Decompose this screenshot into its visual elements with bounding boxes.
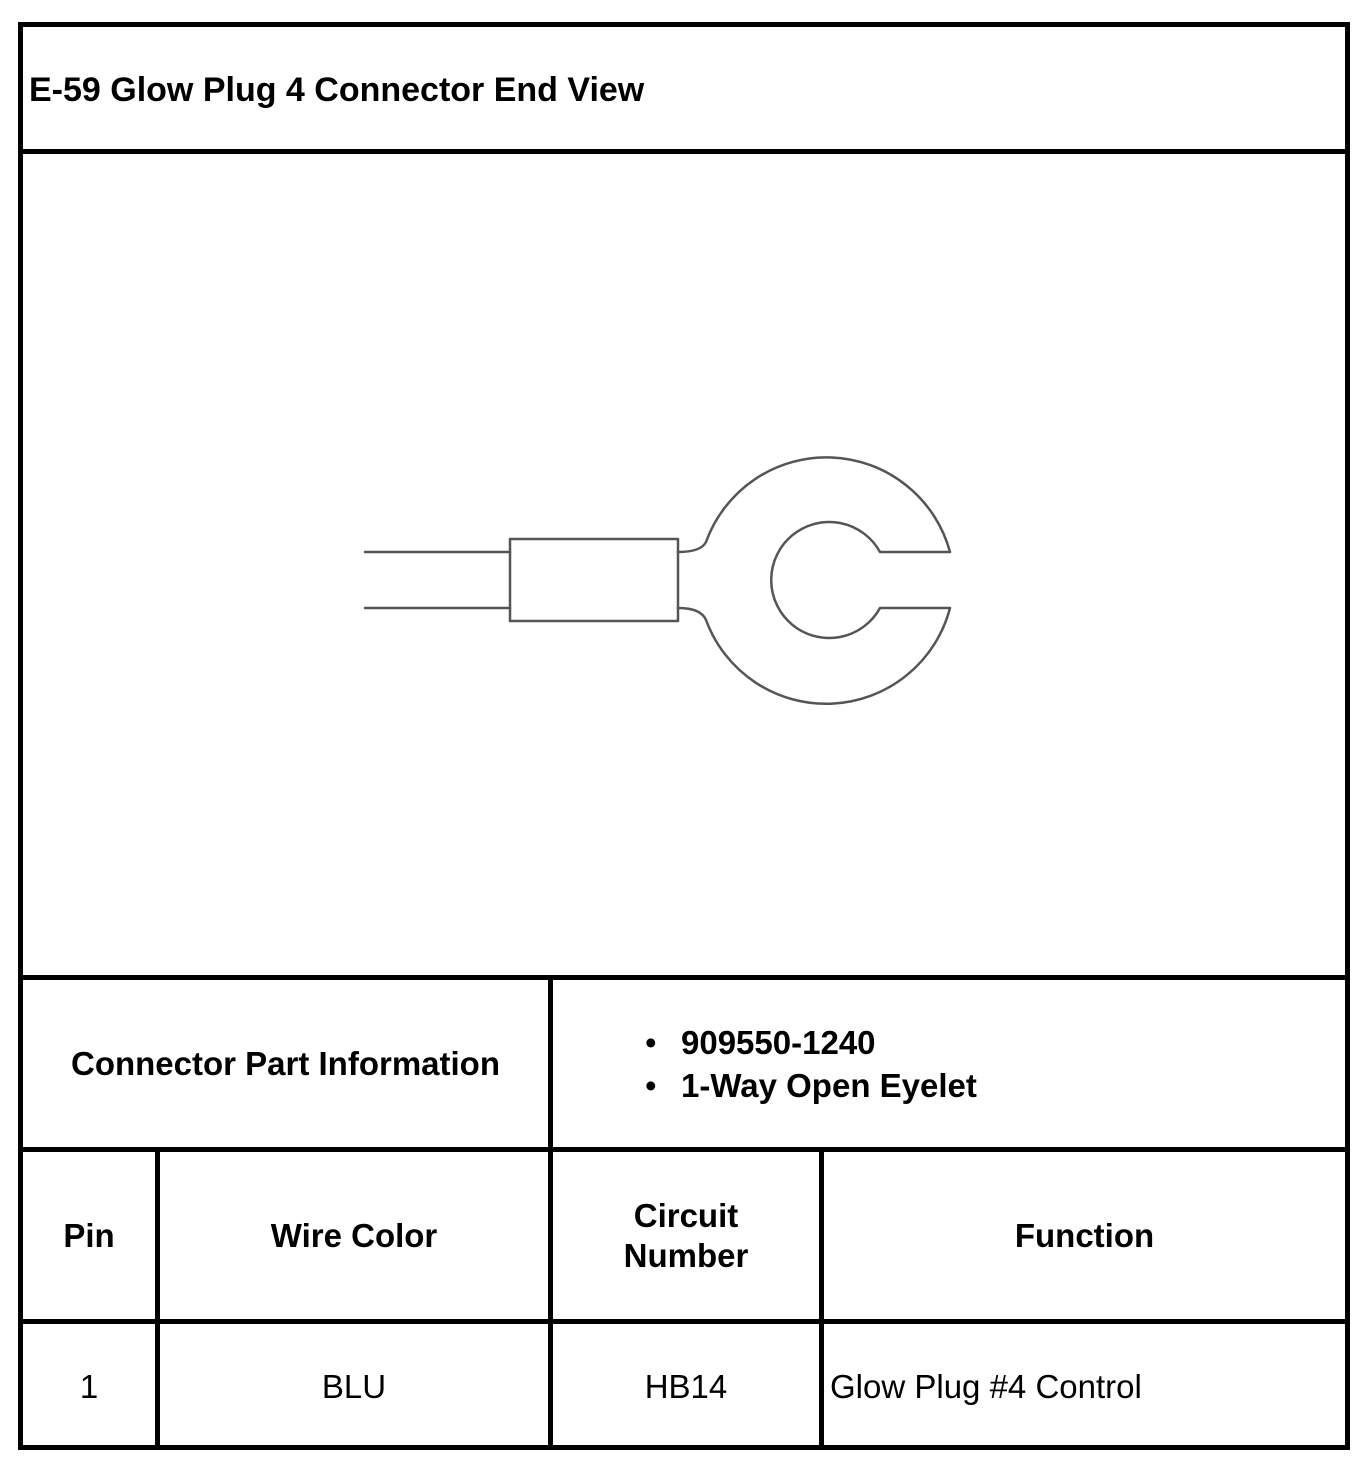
part-number: 909550-1240 (681, 1023, 876, 1061)
crimp-barrel (508, 537, 680, 623)
connector-part-info-label: Connector Part Information (23, 980, 553, 1147)
header-circuit-number: Circuit Number (553, 1152, 824, 1319)
connector-part-info-row: Connector Part Information • 909550-1240… (23, 980, 1345, 1152)
bullet-icon: • (645, 1066, 657, 1104)
connector-diagram (23, 154, 1345, 980)
part-info-item: • 909550-1240 (645, 1021, 1345, 1064)
cell-wire-color: BLU (160, 1324, 553, 1450)
connector-sheet: E-59 Glow Plug 4 Connector End View Conn… (18, 22, 1350, 1450)
cell-pin: 1 (23, 1324, 160, 1450)
eyelet-ring (676, 456, 952, 706)
bullet-icon: • (645, 1023, 657, 1061)
connector-type: 1-Way Open Eyelet (681, 1066, 977, 1104)
table-row: 1 BLU HB14 Glow Plug #4 Control (23, 1324, 1345, 1450)
table-header-row: Pin Wire Color Circuit Number Function (23, 1152, 1345, 1324)
header-circuit-number-text: Circuit Number (623, 1196, 749, 1274)
cell-circuit-number: HB14 (553, 1324, 824, 1450)
eyelet-terminal-drawing (363, 456, 952, 706)
title-row: E-59 Glow Plug 4 Connector End View (23, 27, 1345, 154)
connector-part-info-list: • 909550-1240 • 1-Way Open Eyelet (553, 980, 1345, 1147)
pinout-table: Pin Wire Color Circuit Number Function 1… (23, 1152, 1345, 1450)
header-wire-color: Wire Color (160, 1152, 553, 1319)
header-pin: Pin (23, 1152, 160, 1319)
part-info-item: • 1-Way Open Eyelet (645, 1064, 1345, 1107)
page-title: E-59 Glow Plug 4 Connector End View (29, 70, 645, 109)
header-function: Function (1014, 1216, 1155, 1254)
cell-function: Glow Plug #4 Control (830, 1368, 1142, 1405)
